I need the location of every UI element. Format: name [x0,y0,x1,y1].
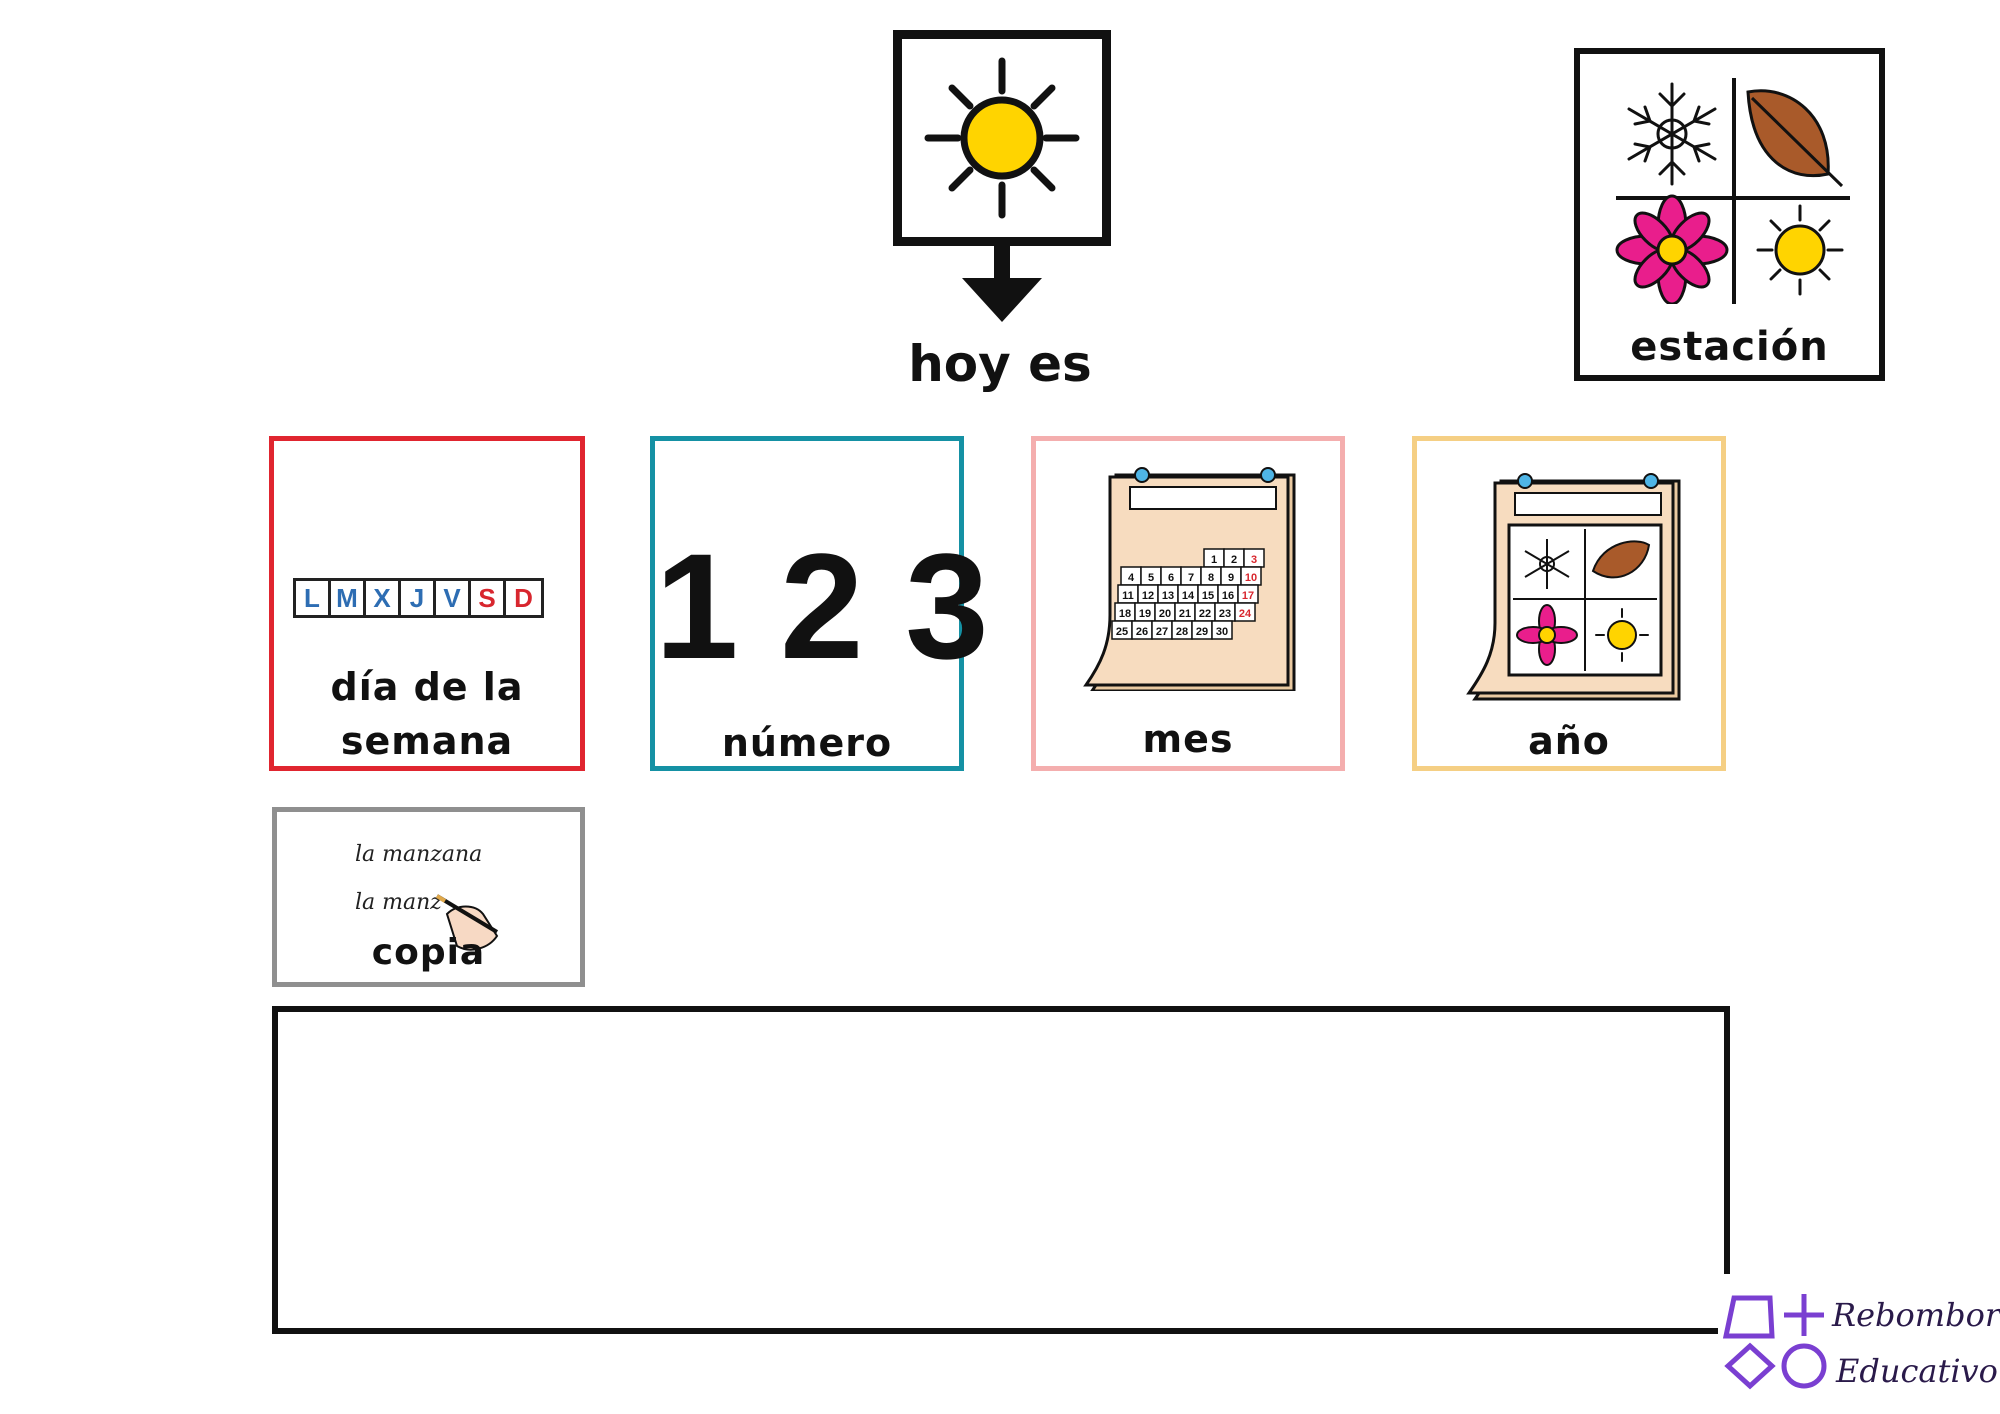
calendar-day-number: 25 [1116,626,1128,638]
calendar-day-number: 6 [1168,572,1174,584]
calendar-day-number: 2 [1231,554,1237,566]
brand-logo-icon [1722,1294,1827,1390]
weekday-label-line2: semana [340,719,514,763]
calendar-day-number: 24 [1239,608,1252,620]
number-label: número [721,721,893,765]
weekday-bar: L M X J V S D [293,578,544,618]
calendar-day-number: 27 [1156,626,1168,638]
weekday-card[interactable]: L M X J V S D día de la semana [269,436,585,771]
year-card[interactable]: año [1412,436,1726,771]
day-letter: X [366,581,401,615]
sun-icon [924,57,1080,219]
sun-icon [1595,608,1649,662]
calendar-icon [1466,473,1681,701]
writing-box-bottom-edge [272,1328,1718,1334]
day-letter: L [296,581,331,615]
today-sun-card [893,30,1111,246]
sun-icon [1756,204,1844,296]
calendar-day-number: 15 [1202,590,1214,602]
pencil-hand-icon [435,894,499,951]
copy-practice-line: la manz [355,890,442,915]
calendar-day-number: 21 [1179,608,1191,620]
calendar-day-number: 5 [1148,572,1154,584]
copy-card[interactable]: la manzana la manz copia [272,807,585,987]
year-label: año [1528,719,1610,763]
day-letter: D [514,582,533,613]
number-card[interactable]: 1 2 3 número [650,436,989,771]
day-letter: S [471,581,506,615]
day-letter: J [401,581,436,615]
calendar-day-number: 23 [1219,608,1231,620]
calendar-day-number: 9 [1228,572,1234,584]
calendar-day-number: 28 [1176,626,1188,638]
calendar-day-number: 22 [1199,608,1211,620]
calendar-day-number: 8 [1208,572,1214,584]
today-label: hoy es [908,335,1092,393]
flower-icon [1516,604,1578,666]
calendar-day-number: 20 [1159,608,1171,620]
calendar-day-number: 3 [1251,554,1257,566]
snowflake-icon [1524,539,1570,589]
season-quadrants [1615,78,1850,304]
leaf-icon [1746,89,1844,188]
calendar-day-number: 19 [1139,608,1151,620]
calendar-day-number: 12 [1142,590,1154,602]
copy-model-line: la manzana [355,842,483,867]
calendar-cell [1211,620,1233,640]
season-card[interactable]: estación [1574,48,1885,381]
calendar-day-number: 16 [1222,590,1234,602]
day-letter: V [436,581,471,615]
calendar-day-number: 10 [1245,572,1257,584]
calendar-day-number: 14 [1182,590,1195,602]
snowflake-icon [1627,82,1717,186]
number-digits: 1 2 3 [655,522,989,690]
calendar-cell [1234,602,1256,622]
season-label: estación [1630,324,1829,370]
calendar-day-number: 13 [1162,590,1174,602]
writing-box[interactable] [272,1006,1730,1334]
calendar-day-number: 17 [1242,590,1254,602]
calendar-day-number: 29 [1196,626,1208,638]
brand-name-line2: Educativo [1836,1352,1998,1390]
calendar-day-number: 18 [1119,608,1131,620]
weekday-label-line1: día de la [330,665,524,709]
calendar-day-number: 30 [1216,626,1228,638]
writing-box-right-edge [1724,1006,1730,1274]
day-letter: M [331,581,366,615]
month-label: mes [1142,717,1234,761]
arrow-down-icon [962,246,1042,322]
leaf-icon [1591,540,1651,579]
calendar-day-number: 11 [1122,590,1134,602]
calendar-day-number: 26 [1136,626,1148,638]
calendar-day-number: 1 [1211,554,1217,566]
copy-label: copia [371,932,486,973]
calendar-day-number: 4 [1128,572,1135,584]
brand-name-line1: Rebombori [1832,1296,2000,1334]
flower-icon [1615,194,1729,304]
calendar-day-number: 7 [1188,572,1194,584]
